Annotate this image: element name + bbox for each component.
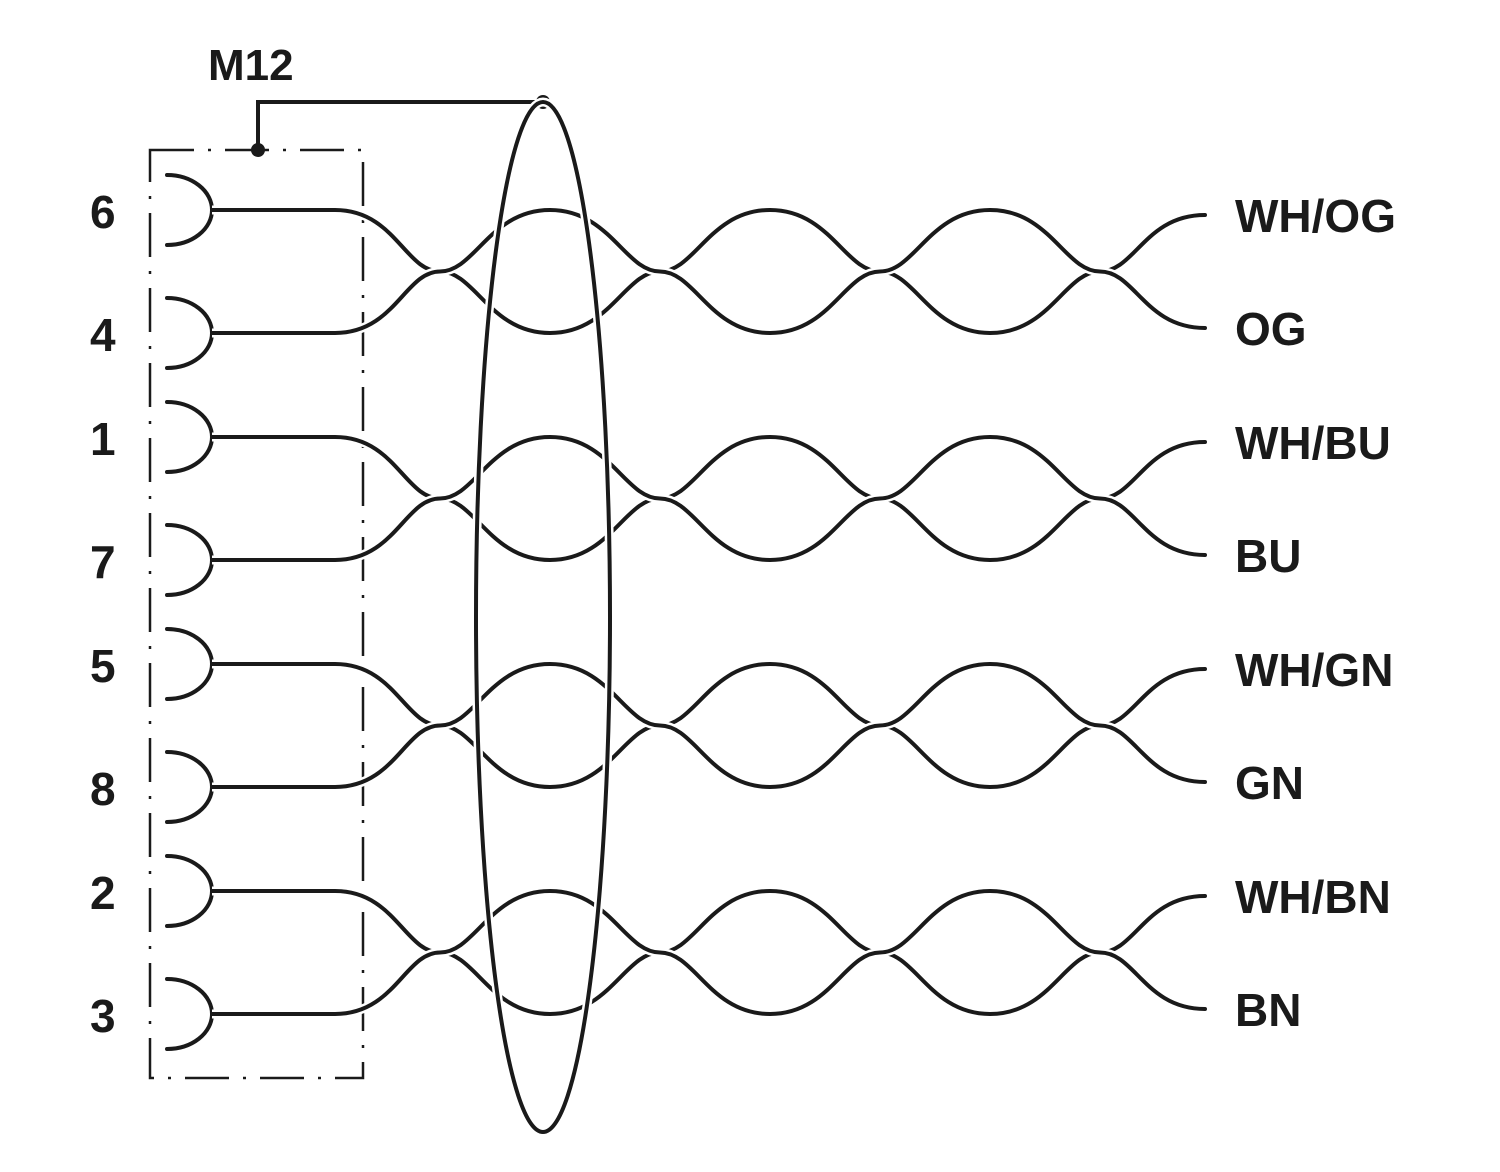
wire-color-label: BU <box>1235 530 1301 582</box>
wire-halo <box>212 205 1206 338</box>
wire-pair-4-b <box>210 888 1207 1017</box>
pin-contact <box>165 627 214 701</box>
wire-pair-3-b <box>210 661 1207 790</box>
wire-halo <box>212 205 1206 338</box>
wire-color-label: WH/GN <box>1235 644 1393 696</box>
wire-pair-4-a <box>210 888 1207 1017</box>
connector-housing <box>148 148 365 1080</box>
pin-contact <box>165 173 214 247</box>
wire-color-labels: WH/OG OG WH/BU BU WH/GN GN WH/BN BN <box>1235 190 1396 1036</box>
wire-color-label: OG <box>1235 303 1307 355</box>
pin-contact <box>165 854 214 928</box>
wire-halo <box>212 432 1206 565</box>
pin-labels: 6 4 1 7 5 8 2 3 <box>90 186 116 1042</box>
pin-number-label: 5 <box>90 640 116 692</box>
wire-color-label: BN <box>1235 984 1301 1036</box>
pin-number-label: 2 <box>90 867 116 919</box>
wire-color-label: GN <box>1235 757 1304 809</box>
pin-number-label: 4 <box>90 309 116 361</box>
pin-number-label: 3 <box>90 990 116 1042</box>
pin-contact <box>165 523 214 597</box>
wire-pair-2-b <box>210 434 1207 563</box>
pin-number-label: 8 <box>90 763 116 815</box>
pin-contact <box>165 400 214 474</box>
wire-halo <box>212 886 1206 1019</box>
pin-contact <box>165 750 214 824</box>
pin-contacts <box>165 173 214 1051</box>
wire-color-label: WH/BU <box>1235 417 1391 469</box>
wire-color-label: WH/OG <box>1235 190 1396 242</box>
connector-label: M12 <box>208 41 294 90</box>
wire-color-label: WH/BN <box>1235 871 1391 923</box>
wire-halo <box>212 659 1206 792</box>
wire-halo <box>212 659 1206 792</box>
wire-halo <box>212 886 1206 1019</box>
pin-number-label: 1 <box>90 413 116 465</box>
wire-pair-1-a <box>210 207 1207 336</box>
pin-number-label: 7 <box>90 536 116 588</box>
pin-number-label: 6 <box>90 186 116 238</box>
pin-contact <box>165 977 214 1051</box>
twisted-pairs <box>210 205 1207 1019</box>
wire-halo <box>212 432 1206 565</box>
wire-pair-3-a <box>210 661 1207 790</box>
shield-drain-wire <box>256 100 545 152</box>
wire-pair-2-a <box>210 434 1207 563</box>
cable-shield <box>474 100 612 1134</box>
pin-contact <box>165 296 214 370</box>
wire-pair-1-b <box>210 207 1207 336</box>
